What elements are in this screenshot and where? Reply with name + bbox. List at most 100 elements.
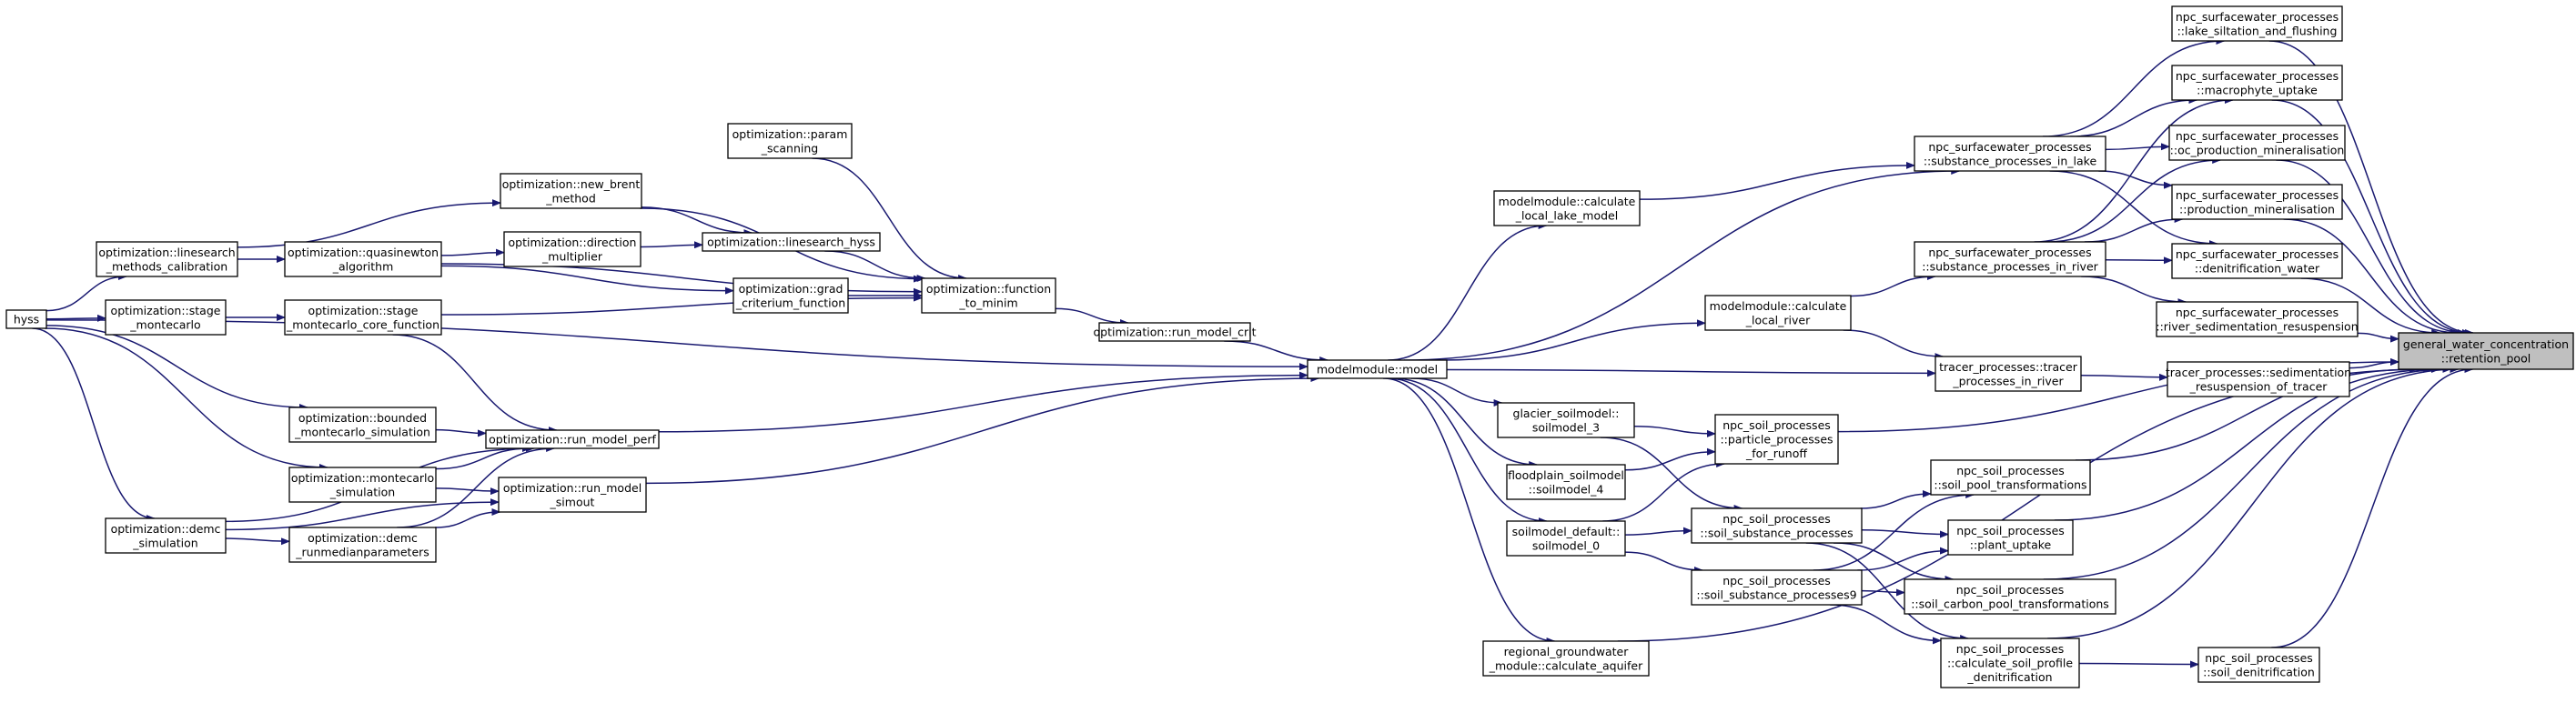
edge-model-to-subst_lake	[1403, 167, 1961, 361]
node-subst-lake[interactable]: npc_surfacewater_processes::substance_pr…	[1914, 136, 2106, 172]
node-mc-sim[interactable]: optimization::montecarlo_simulation	[288, 467, 437, 503]
node-func-minim[interactable]: optimization::function_to_minim	[921, 277, 1056, 314]
edge-line	[1861, 588, 1905, 597]
edge-line	[1857, 547, 1949, 571]
node-denit-water[interactable]: npc_surfacewater_processes::denitrificat…	[2171, 243, 2343, 279]
edge-line	[1388, 222, 1548, 361]
edge-subst_river-to-macrophyte	[2034, 96, 2234, 243]
edge-tracer_river-to-tracer_sed	[2080, 373, 2168, 381]
node-target[interactable]: general_water_concentration::retention_p…	[2398, 332, 2574, 370]
node-label: optimization::linesearch_hyss	[707, 236, 875, 249]
edge-flood4-to-particle	[1624, 447, 1716, 471]
node-label: _algorithm	[332, 259, 394, 273]
node-new-brent[interactable]: optimization::new_brent_method	[500, 173, 642, 209]
node-stage-mc-core[interactable]: optimization::stage_montecarlo_core_func…	[284, 299, 442, 336]
node-regional-gw[interactable]: regional_groundwater_module::calculate_a…	[1482, 640, 1650, 677]
edge-line	[2084, 216, 2184, 243]
node-label: optimization::montecarlo	[291, 471, 434, 485]
node-soil-pool[interactable]: npc_soil_processes::soil_pool_transforma…	[1930, 459, 2091, 496]
node-label: _denitrification	[1966, 670, 2052, 684]
node-stage-mc[interactable]: optimization::stage_montecarlo	[105, 299, 227, 336]
node-tracer-sed[interactable]: tracer_processes::sedimentation_resuspen…	[2166, 361, 2351, 397]
node-hyss[interactable]: hyss	[5, 309, 47, 329]
node-box	[2171, 5, 2343, 42]
edge-line	[392, 334, 558, 434]
edge-qn-to-grad_crit	[440, 265, 734, 295]
node-particle[interactable]: npc_soil_processes::particle_processes_f…	[1714, 414, 1839, 465]
node-soil-denit[interactable]: npc_soil_processes::soil_denitrification	[2197, 647, 2320, 683]
edge-line	[2047, 366, 2460, 639]
node-label: _methods_calibration	[106, 259, 227, 273]
node-ls-hyss[interactable]: optimization::linesearch_hyss	[702, 232, 881, 252]
node-bounded-mc[interactable]: optimization::bounded_montecarlo_simulat…	[288, 407, 437, 443]
edge-line	[1055, 307, 1129, 326]
edge-model-to-calc_lake	[1388, 222, 1548, 361]
node-box	[5, 309, 47, 329]
edge-hyss-to-bounded_mc	[45, 325, 308, 411]
node-qn[interactable]: optimization::quasinewton_algorithm	[284, 241, 442, 277]
edge-oc_prod-to-target	[2276, 159, 2468, 336]
node-calc-river[interactable]: modelmodule::calculate_local_river	[1704, 295, 1852, 331]
node-label: npc_soil_processes	[1956, 583, 2065, 597]
edge-line	[435, 487, 500, 496]
node-label: npc_soil_processes	[1956, 464, 2065, 477]
node-model[interactable]: modelmodule::model	[1307, 359, 1448, 379]
edge-soil_subst9-to-soil_carbon	[1861, 588, 1905, 597]
node-macrophyte[interactable]: npc_surfacewater_processes::macrophyte_u…	[2171, 65, 2343, 101]
node-label: _module::calculate_aquifer	[1489, 658, 1643, 672]
node-subst-river[interactable]: npc_surfacewater_processes::substance_pr…	[1914, 241, 2106, 277]
node-box	[1704, 295, 1852, 331]
node-lake-silt[interactable]: npc_surfacewater_processes::lake_siltati…	[2171, 5, 2343, 42]
node-soil-subst[interactable]: npc_soil_processes::soil_substance_proce…	[1691, 507, 1863, 544]
node-glacier3[interactable]: glacier_soilmodel::soilmodel_3	[1497, 402, 1635, 438]
node-grad-crit[interactable]: optimization::grad_criterium_function	[732, 277, 849, 314]
node-soil-subst9[interactable]: npc_soil_processes::soil_substance_proce…	[1691, 569, 1863, 606]
node-river-sed[interactable]: npc_surfacewater_processes::river_sedime…	[2156, 301, 2359, 337]
node-box	[485, 429, 660, 449]
node-ls-cal[interactable]: optimization::linesearch_methods_calibra…	[96, 241, 238, 277]
node-soil-profile[interactable]: npc_soil_processes::calculate_soil_profi…	[1940, 638, 2080, 688]
edge-line	[2043, 366, 2452, 580]
edge-soil_subst9-to-soil_profile	[1830, 604, 1942, 645]
node-plant-uptake[interactable]: npc_soil_processes::plant_uptake	[1947, 519, 2074, 556]
node-prod-min[interactable]: npc_surfacewater_processes::production_m…	[2171, 184, 2343, 220]
node-label: _method	[545, 191, 596, 205]
node-run-simout[interactable]: optimization::run_model_simout	[498, 477, 647, 513]
node-box	[727, 123, 853, 159]
edge-soil_subst-to-soil_carbon	[1833, 542, 1955, 583]
node-label: soilmodel_default::	[1512, 525, 1621, 538]
edge-plant_uptake-to-target	[2054, 366, 2441, 521]
edge-model-to-soil0	[1387, 377, 1548, 525]
node-param-scan[interactable]: optimization::param_scanning	[727, 123, 853, 159]
node-soil0[interactable]: soilmodel_default::soilmodel_0	[1506, 520, 1626, 557]
edge-line	[2283, 218, 2460, 336]
node-flood4[interactable]: floodplain_soilmodel::soilmodel_4	[1506, 464, 1626, 500]
node-oc-prod[interactable]: npc_surfacewater_processes::oc_productio…	[2168, 125, 2346, 161]
edge-soil0-to-soil_subst	[1624, 527, 1692, 536]
node-demc-rmp[interactable]: optimization::demc_runmedianparameters	[288, 527, 437, 563]
edge-new_brent-to-ls_hyss	[641, 206, 753, 236]
node-label: _processes_in_river	[1952, 374, 2064, 387]
node-run-perf[interactable]: optimization::run_model_perf	[485, 429, 660, 449]
edge-ls_cal-to-new_brent	[237, 199, 501, 248]
node-dir-mult[interactable]: optimization::direction_multiplier	[503, 231, 641, 267]
edge-prod_min-to-target	[2283, 218, 2460, 336]
node-label: glacier_soilmodel::	[1513, 407, 1620, 420]
edge-demc_sim-to-demc_rmp	[225, 537, 290, 546]
node-soil-carbon[interactable]: npc_soil_processes::soil_carbon_pool_tra…	[1904, 578, 2116, 615]
node-label: modelmodule::model	[1317, 363, 1438, 377]
node-demc-sim[interactable]: optimization::demc_simulation	[105, 517, 227, 554]
node-box	[1914, 136, 2106, 172]
edge-line	[1624, 447, 1716, 471]
node-label: _for_runoff	[1745, 447, 1807, 460]
edge-run_crit-to-model	[1224, 340, 1329, 364]
node-label: npc_surfacewater_processes	[1928, 246, 2091, 259]
node-calc-lake[interactable]: modelmodule::calculate_local_lake_model	[1493, 190, 1641, 226]
node-run-crit[interactable]: optimization::run_model_crit	[1094, 322, 1257, 342]
edge-line	[2070, 96, 2198, 137]
node-box	[503, 231, 641, 267]
node-label: optimization::linesearch	[98, 246, 235, 259]
node-tracer-river[interactable]: tracer_processes::tracer_processes_in_ri…	[1935, 356, 2082, 392]
node-label: ::river_sedimentation_resuspension	[2156, 319, 2358, 333]
node-box	[500, 173, 642, 209]
